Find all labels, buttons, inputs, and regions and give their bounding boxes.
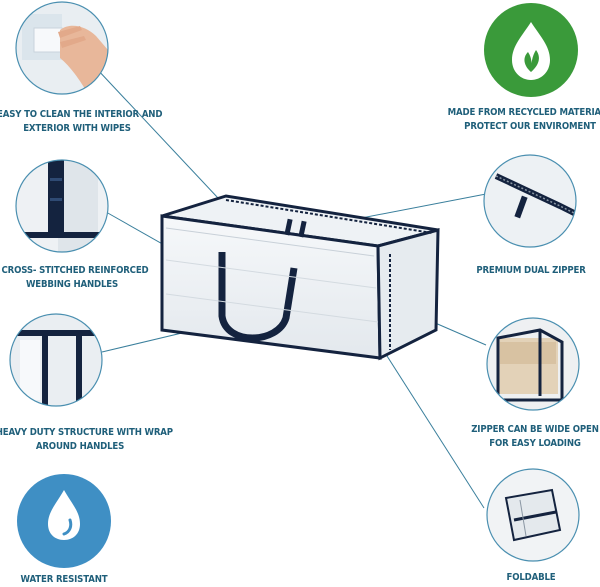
caption-heavy-duty: HEAVY DUTY STRUCTURE WITH WRAP AROUND HA…	[0, 427, 173, 452]
handles-photo-frame	[15, 159, 109, 253]
callout-lines	[95, 67, 487, 509]
caption-easy-clean: EASY TO CLEAN THE INTERIOR AND EXTERIOR …	[0, 109, 163, 134]
caption-foldable: FOLDABLE	[506, 572, 556, 583]
storage-bag-image	[160, 194, 440, 361]
caption-handles: CROSS- STITCHED REINFORCED WEBBING HANDL…	[1, 265, 149, 290]
zipper-pull-icon	[484, 155, 576, 247]
caption-dual-zipper: PREMIUM DUAL ZIPPER	[476, 265, 586, 276]
folded-bag-icon	[487, 469, 579, 561]
callout-line-foldable	[379, 344, 485, 509]
webbing-handle-icon	[16, 160, 108, 252]
dual-zipper-photo-frame	[483, 154, 577, 248]
wide-open-photo-frame	[486, 317, 580, 411]
foldable-photo-frame	[486, 468, 580, 562]
heavy-duty-photo-frame	[9, 313, 103, 407]
caption-recycled: MADE FROM RECYCLED MATERIALS PROTECT OUR…	[447, 107, 600, 132]
wiping-hand-icon	[16, 2, 108, 94]
callout-line-easy-clean	[95, 67, 219, 199]
caption-wide-open: ZIPPER CAN BE WIDE OPEN FOR EASY LOADING	[471, 424, 599, 449]
wipes-photo-frame	[15, 1, 109, 95]
caption-water-resistant: WATER RESISTANT	[20, 574, 108, 585]
open-bag-icon	[487, 318, 579, 410]
bag-corner-icon	[10, 314, 102, 406]
water-drop-icon	[17, 474, 111, 568]
leaf-drop-icon	[484, 3, 578, 97]
